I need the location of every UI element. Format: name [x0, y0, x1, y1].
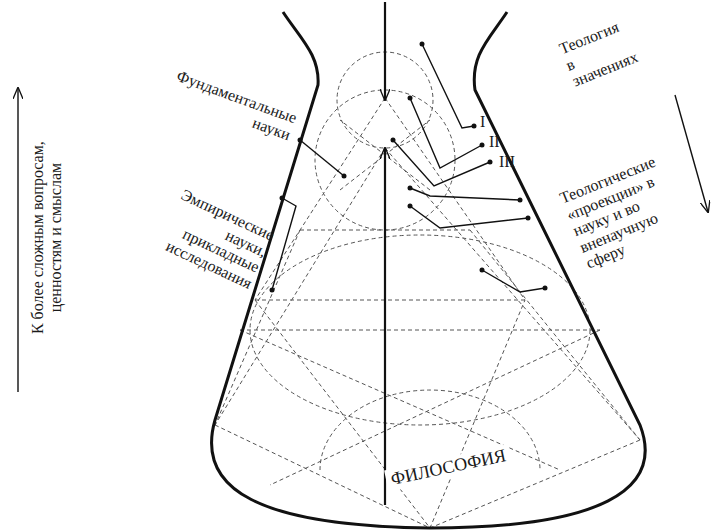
region-label: ФИЛОСОФИЯ	[384, 444, 513, 492]
region-label: Теологические «проекции» в науку и во вн…	[557, 152, 687, 273]
callout-number: III	[499, 153, 518, 171]
region-label: Фундаментальные науки	[165, 66, 299, 144]
callout-number: II	[489, 133, 503, 151]
axis-caption: К более сложным вопросам, ценностям и см…	[29, 130, 64, 345]
region-label: Теология в значениях	[557, 14, 644, 90]
callout-number: I	[480, 113, 489, 131]
